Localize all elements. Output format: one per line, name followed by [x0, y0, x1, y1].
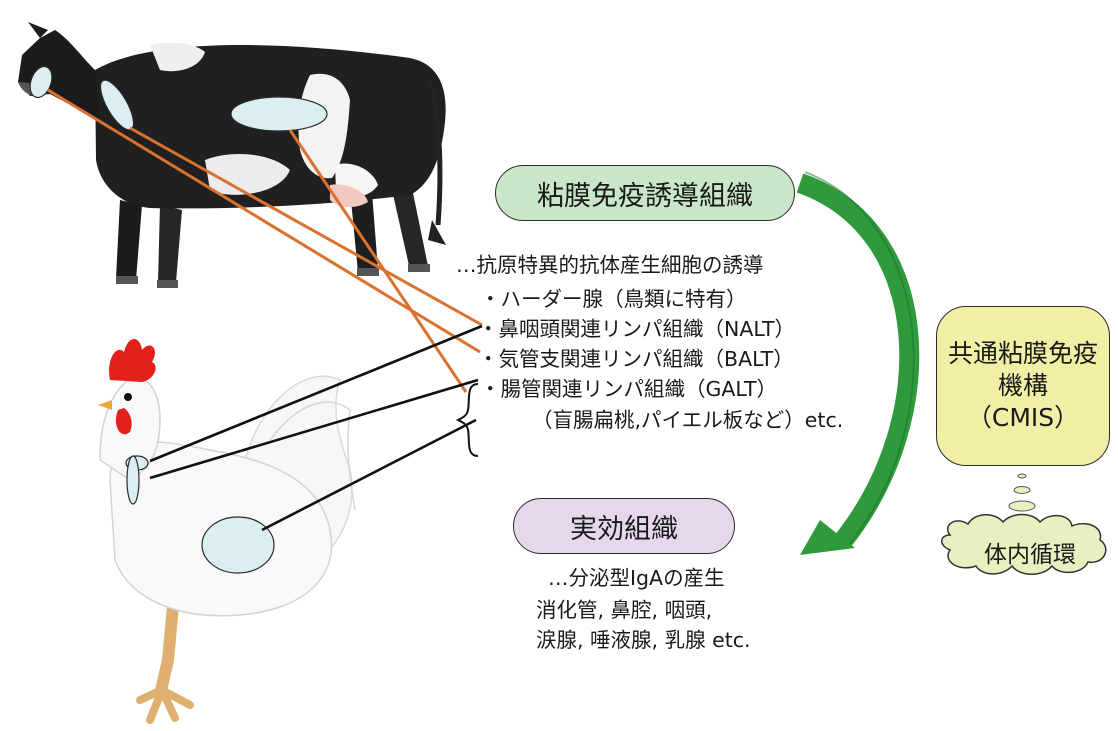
cmis-curved-arrow: [800, 172, 914, 555]
cmis-line3: （CMIS）: [967, 402, 1079, 434]
effector-description: …分泌型IgAの産生: [548, 568, 725, 589]
cmis-line2: 機構: [998, 370, 1048, 402]
harder-gland-item: ・ハーダー腺（鳥類に特有）: [480, 289, 747, 310]
cow-illustration: [18, 22, 446, 288]
balt-item: ・気管支関連リンパ組織（BALT）: [478, 349, 794, 370]
effector-sites-line1: 消化管, 鼻腔, 咽頭,: [536, 600, 712, 621]
induction-description: …抗原特異的抗体産生細胞の誘導: [456, 255, 764, 276]
circulation-bubbles: [1009, 474, 1035, 511]
galt-item: ・腸管関連リンパ組織（GALT）: [480, 379, 777, 400]
circulation-label: 体内循環: [960, 535, 1100, 569]
effector-tissue-title: 実効組織: [570, 507, 678, 546]
effector-sites-line2: 涙腺, 唾液腺, 乳腺 etc.: [536, 630, 751, 651]
effector-tissue-label: 実効組織: [513, 498, 735, 554]
induction-tissue-title: 粘膜免疫誘導組織: [537, 174, 753, 213]
cmis-line1: 共通粘膜免疫: [948, 338, 1098, 370]
galt-note: （盲腸扁桃,パイエル板など）etc.: [532, 410, 843, 431]
induction-tissue-label: 粘膜免疫誘導組織: [495, 165, 795, 221]
cmis-box: 共通粘膜免疫 機構 （CMIS）: [936, 306, 1110, 466]
nalt-item: ・鼻咽頭関連リンパ組織（NALT）: [478, 319, 795, 340]
